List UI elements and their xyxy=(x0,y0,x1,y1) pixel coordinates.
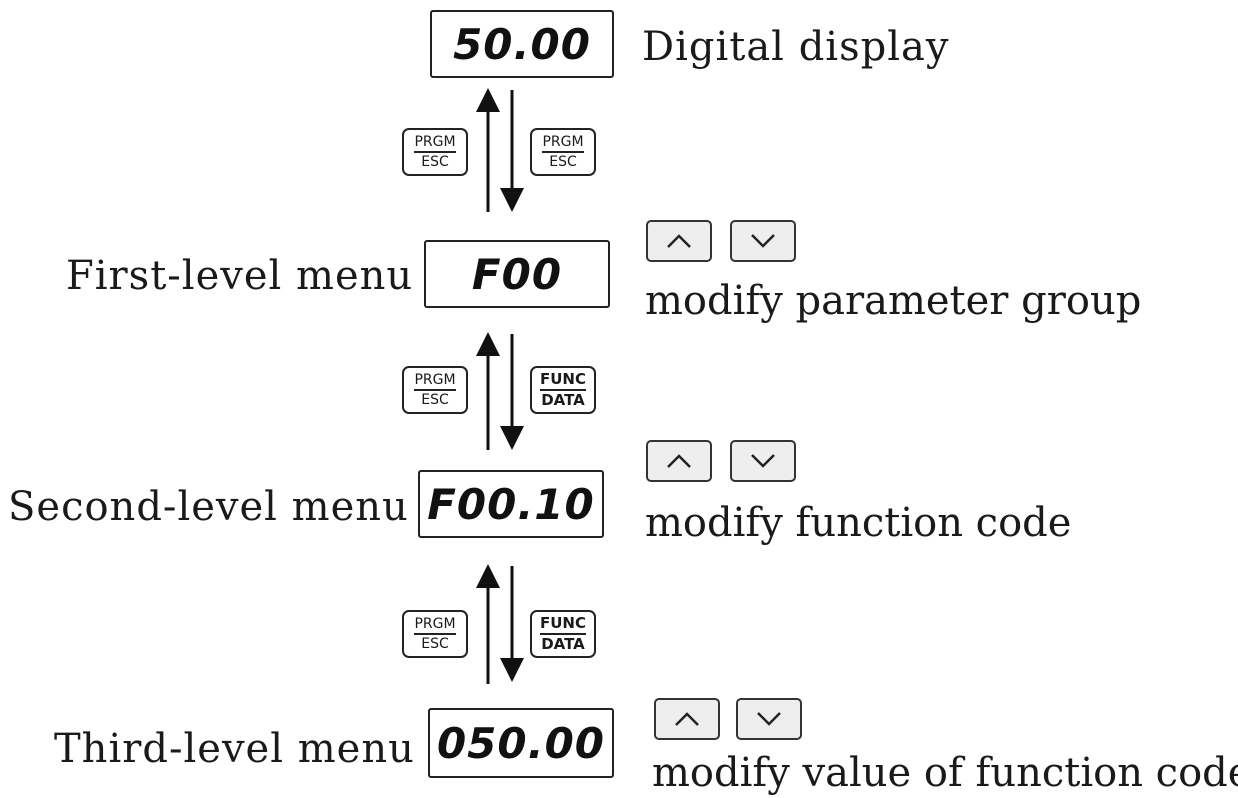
prgm-esc-key[interactable]: PRGM ESC xyxy=(402,128,468,176)
up-arrow xyxy=(476,88,500,212)
third-level-menu-label: Third-level menu xyxy=(54,726,415,772)
first-level-display: F00 xyxy=(424,240,610,308)
up-arrow xyxy=(476,332,500,450)
modify-value-of-function-code-hint: modify value of function code xyxy=(652,750,1238,796)
up-arrow xyxy=(476,564,500,684)
down-key[interactable] xyxy=(730,440,796,482)
down-arrow xyxy=(500,90,524,212)
func-data-key[interactable]: FUNC DATA xyxy=(530,610,596,658)
chevron-down-icon xyxy=(751,234,775,248)
up-key[interactable] xyxy=(646,220,712,262)
third-level-display: 050.00 xyxy=(428,708,614,778)
chevron-up-icon xyxy=(675,712,699,726)
prgm-esc-key[interactable]: PRGM ESC xyxy=(530,128,596,176)
modify-parameter-group-hint: modify parameter group xyxy=(645,278,1142,324)
chevron-up-icon xyxy=(667,454,691,468)
prgm-esc-key[interactable]: PRGM ESC xyxy=(402,366,468,414)
modify-function-code-hint: modify function code xyxy=(645,500,1072,546)
first-level-menu-label: First-level menu xyxy=(66,253,414,299)
down-key[interactable] xyxy=(736,698,802,740)
second-level-menu-label: Second-level menu xyxy=(8,484,409,530)
chevron-up-icon xyxy=(667,234,691,248)
up-key[interactable] xyxy=(654,698,720,740)
down-arrow xyxy=(500,566,524,682)
digital-display-label: Digital display xyxy=(642,24,950,70)
chevron-down-icon xyxy=(751,454,775,468)
down-key[interactable] xyxy=(730,220,796,262)
up-key[interactable] xyxy=(646,440,712,482)
down-arrow xyxy=(500,334,524,450)
second-level-display: F00.10 xyxy=(418,470,604,538)
func-data-key[interactable]: FUNC DATA xyxy=(530,366,596,414)
digital-display-box: 50.00 xyxy=(430,10,614,78)
prgm-esc-key[interactable]: PRGM ESC xyxy=(402,610,468,658)
chevron-down-icon xyxy=(757,712,781,726)
